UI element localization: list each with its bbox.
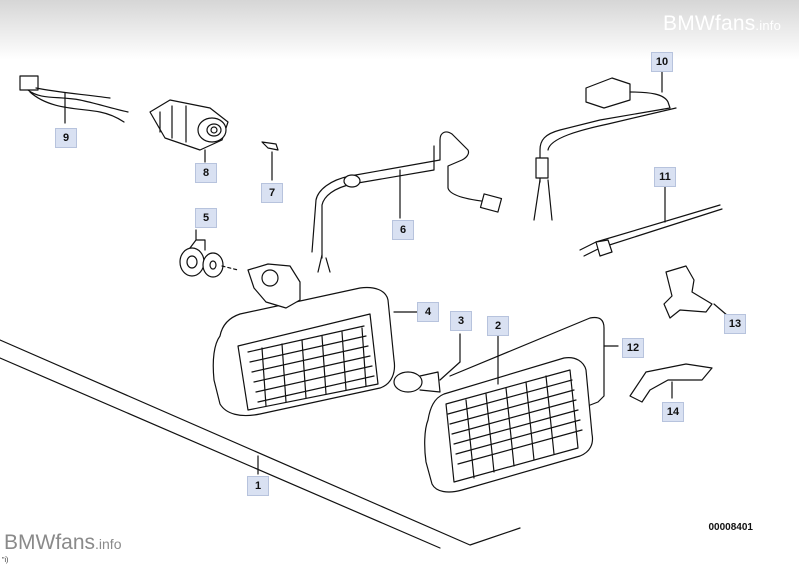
watermark-bottom: BMWfans.info [4,531,121,555]
part-3-bulb [393,333,461,393]
callout-4: 4 [417,302,439,322]
callout-1: 1 [247,476,269,496]
callout-2: 2 [487,316,509,336]
part-12-gasket [449,316,619,457]
callout-5: 5 [195,208,217,228]
watermark-top: BMWfans.info [663,12,781,36]
part-14-bracket [629,363,713,403]
callout-12: 12 [622,338,644,358]
callout-6: 6 [392,220,414,240]
platform-line-2 [0,357,441,549]
callout-13: 13 [724,314,746,334]
part-10-cable [533,69,677,221]
callout-10: 10 [651,52,673,72]
watermark-domain-bottom: .info [95,536,122,552]
header-banner [0,0,799,60]
part-9-connector [19,75,129,124]
watermark-brand: BMWfans [663,12,756,35]
corner-mark: "i) [2,557,9,564]
part-11-probe [579,181,723,257]
callout-9: 9 [55,128,77,148]
part-13-bracket [663,265,729,319]
watermark-brand-bottom: BMWfans [4,531,96,554]
part-4-light [212,263,421,417]
watermark-domain: .info [755,18,781,33]
callout-8: 8 [195,163,217,183]
platform-line [0,339,521,546]
diagram-number: 00008401 [708,522,754,533]
part-8-switch [149,99,229,163]
part-6-cable [311,131,503,273]
callout-14: 14 [662,402,684,422]
part-7-pin [261,141,279,181]
callout-11: 11 [654,167,676,187]
callout-7: 7 [261,183,283,203]
callout-3: 3 [450,311,472,331]
part-2-light [424,335,594,493]
part-5-washers [179,229,239,278]
